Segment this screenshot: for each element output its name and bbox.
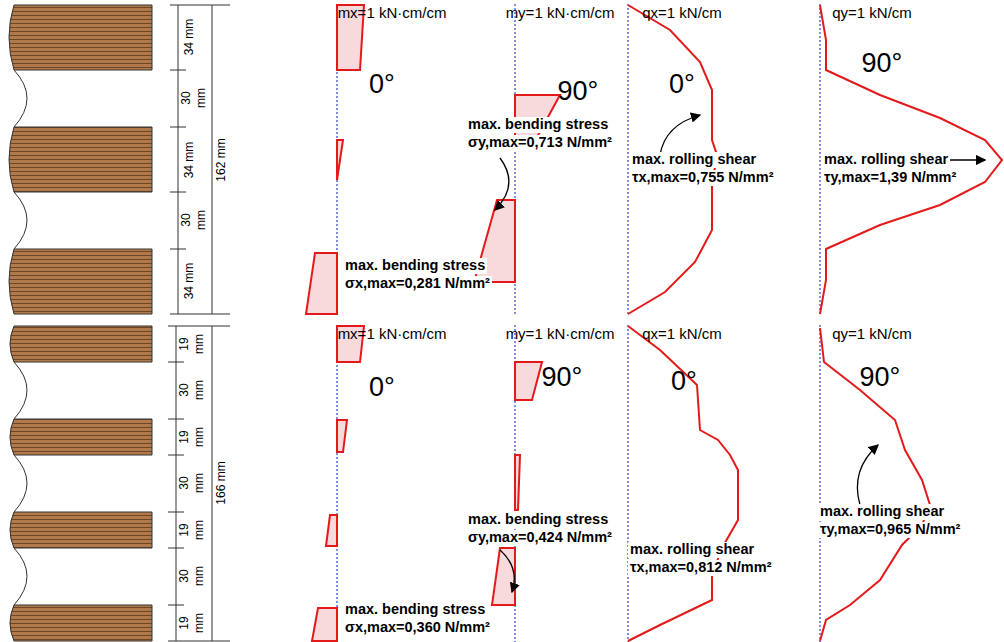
max-stress-note: max. bending stress xyxy=(343,258,487,274)
dimension-label: 19 xyxy=(178,523,191,536)
max-stress-note: σy,max=0,713 N/mm² xyxy=(466,135,614,151)
dimension-label: 30 xyxy=(180,213,193,226)
dimension-label: mm xyxy=(193,334,206,354)
max-stress-note: max. rolling shear xyxy=(822,152,950,168)
dimension-label: 162 mm xyxy=(215,138,228,181)
axis-lines xyxy=(337,4,820,642)
max-stress-note: τy,max=0,965 N/mm² xyxy=(818,522,962,538)
max-stress-note: max. rolling shear xyxy=(630,152,758,168)
dimension-label: mm xyxy=(193,427,206,447)
dimension-label: mm xyxy=(193,473,206,493)
max-stress-note: σx,max=0,281 N/mm² xyxy=(343,276,492,292)
stress-diagrams xyxy=(306,5,1002,641)
dimension-label: mm xyxy=(195,88,208,108)
dimension-label: 30 xyxy=(178,476,191,489)
load-heading: qx=1 kN/cm xyxy=(642,5,722,22)
dimension-label: 19 xyxy=(178,337,191,350)
grain-angle: 0° xyxy=(369,373,395,403)
dimension-label: 30 xyxy=(180,91,193,104)
grain-angle: 90° xyxy=(558,77,599,107)
max-stress-note: max. bending stress xyxy=(466,117,610,133)
max-stress-note: τx,max=0,812 N/mm² xyxy=(628,560,773,576)
dimension-label: mm xyxy=(195,210,208,230)
dimension-label: 34 mm xyxy=(183,263,196,300)
max-stress-note: σx,max=0,360 N/mm² xyxy=(343,620,492,636)
dimension-label: mm xyxy=(193,566,206,586)
grain-angle: 0° xyxy=(669,70,695,100)
dimension-lines xyxy=(168,5,230,641)
dimension-label: 30 xyxy=(178,569,191,582)
dimension-label: mm xyxy=(193,380,206,400)
grain-angle: 90° xyxy=(862,49,903,79)
load-heading: qy=1 kN/cm xyxy=(832,5,912,22)
load-heading: mx=1 kN·cm/cm xyxy=(338,326,447,343)
dimension-label: 166 mm xyxy=(215,461,228,504)
dimension-label: mm xyxy=(193,613,206,633)
max-stress-note: τy,max=1,39 N/mm² xyxy=(822,170,958,186)
clt-section xyxy=(9,5,152,641)
dimension-label: 34 mm xyxy=(183,19,196,56)
max-stress-note: τx,max=0,755 N/mm² xyxy=(630,170,775,186)
load-heading: my=1 kN·cm/cm xyxy=(506,326,615,343)
dimension-label: mm xyxy=(193,520,206,540)
grain-angle: 0° xyxy=(671,367,697,397)
max-stress-note: σy,max=0,424 N/mm² xyxy=(466,530,614,546)
load-heading: qx=1 kN/cm xyxy=(642,326,722,343)
max-stress-note: max. rolling shear xyxy=(628,542,756,558)
grain-angle: 0° xyxy=(369,70,395,100)
grain-angle: 90° xyxy=(542,363,583,393)
max-stress-note: max. bending stress xyxy=(466,512,610,528)
dimension-label: 19 xyxy=(178,430,191,443)
dimension-label: 30 xyxy=(178,383,191,396)
load-heading: mx=1 kN·cm/cm xyxy=(338,5,447,22)
max-stress-note: max. rolling shear xyxy=(818,504,946,520)
load-heading: my=1 kN·cm/cm xyxy=(506,5,615,22)
load-heading: qy=1 kN/cm xyxy=(832,326,912,343)
max-stress-note: max. bending stress xyxy=(343,602,487,618)
grain-angle: 90° xyxy=(860,363,901,393)
dimension-label: 19 xyxy=(178,616,191,629)
dimension-label: 34 mm xyxy=(183,142,196,179)
